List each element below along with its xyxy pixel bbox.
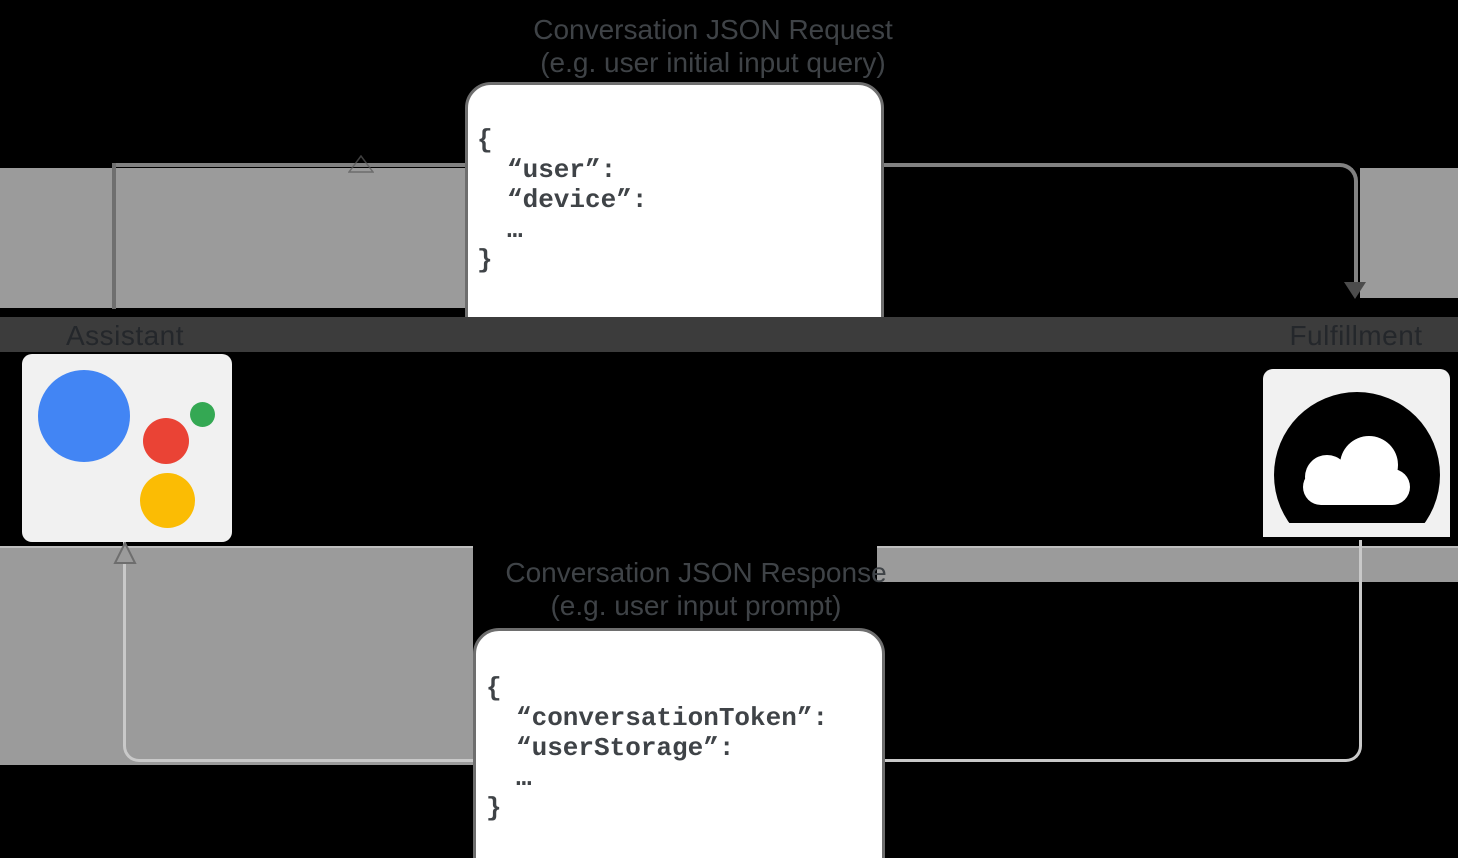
- assistant-red-dot: [143, 418, 189, 464]
- assistant-label: Assistant: [65, 320, 185, 351]
- code-line: {: [486, 673, 502, 703]
- response-title-line2: (e.g. user input prompt): [550, 590, 842, 621]
- code-line: }: [486, 793, 502, 823]
- cloud-icon: [1263, 392, 1450, 558]
- response-title: Conversation JSON Response (e.g. user in…: [386, 556, 1006, 622]
- request-arrow-left-segment: [112, 163, 116, 309]
- request-title-line1: Conversation JSON Request: [533, 14, 893, 45]
- code-line: “conversationToken”:: [516, 703, 829, 733]
- code-line: }: [477, 245, 493, 275]
- code-line: {: [477, 125, 493, 155]
- request-title: Conversation JSON Request (e.g. user ini…: [403, 13, 1023, 79]
- assistant-blue-dot: [38, 370, 130, 462]
- fulfillment-node: [1263, 369, 1450, 558]
- assistant-node: [22, 354, 232, 542]
- response-title-line1: Conversation JSON Response: [505, 557, 887, 588]
- code-line: “device”:: [507, 185, 648, 215]
- code-line: “user”:: [507, 155, 617, 185]
- request-start-tick-icon: [348, 155, 374, 173]
- response-path-band-left: [0, 546, 473, 765]
- fulfillment-label: Fulfillment: [1289, 320, 1423, 351]
- code-line: …: [516, 763, 532, 793]
- assistant-green-dot: [190, 402, 215, 427]
- request-arrowhead-icon: [1344, 282, 1366, 299]
- assistant-yellow-dot: [140, 473, 195, 528]
- node-labels-strip: [0, 317, 1458, 352]
- request-title-line2: (e.g. user initial input query): [540, 47, 886, 78]
- request-json-callout: { “user”: “device”: … }: [465, 82, 884, 345]
- code-line: “userStorage”:: [516, 733, 735, 763]
- response-json-callout: { “conversationToken”: “userStorage”: … …: [473, 628, 885, 858]
- code-line: …: [507, 215, 523, 245]
- response-arrowhead-icon: [113, 541, 137, 564]
- request-path-band-right: [1360, 168, 1458, 298]
